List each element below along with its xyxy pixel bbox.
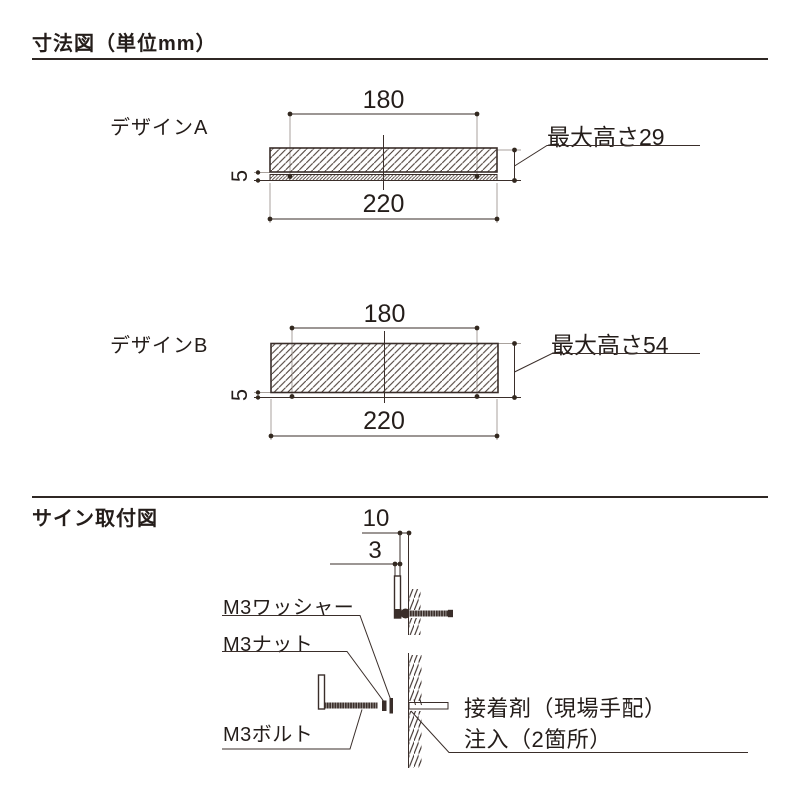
design-a-label: デザインA xyxy=(110,117,209,139)
washer-label: M3ワッシャー xyxy=(223,597,355,619)
mount-offset-dim: 10 xyxy=(362,505,390,532)
bolt-label: M3ボルト xyxy=(223,724,314,746)
adhesive-hole xyxy=(408,702,449,710)
design-a-base-plate xyxy=(269,174,498,181)
mounting-section-title: サイン取付図 xyxy=(32,508,158,530)
design-b-bottom-width-dim: 220 xyxy=(363,407,405,435)
design-b-drawing xyxy=(254,325,700,440)
design-a-top-width-dim: 180 xyxy=(362,86,405,114)
design-b-label: デザインB xyxy=(110,335,209,357)
section-divider-bottom xyxy=(32,496,768,498)
mount-plate-thickness-dim: 3 xyxy=(368,537,382,564)
design-a-bottom-width-dim: 220 xyxy=(362,190,405,218)
nut-label: M3ナット xyxy=(223,634,314,656)
adhesive-label-line2: 注入（2箇所） xyxy=(464,727,612,752)
nut xyxy=(382,700,387,711)
design-b-sign-profile xyxy=(270,342,499,394)
adhesive-label-line1: 接着剤（現場手配） xyxy=(464,696,667,721)
dimensions-section-title: 寸法図（単位mm） xyxy=(32,33,217,55)
design-a-drawing xyxy=(254,111,700,223)
mount-installed-view xyxy=(330,530,453,635)
design-a-sign-profile xyxy=(269,147,498,173)
mount-exploded-view xyxy=(222,615,748,768)
washer xyxy=(389,698,393,714)
sign-plate-edge-exploded xyxy=(317,674,326,710)
design-b-top-width-dim: 180 xyxy=(363,300,406,328)
section-divider-top xyxy=(32,58,768,60)
